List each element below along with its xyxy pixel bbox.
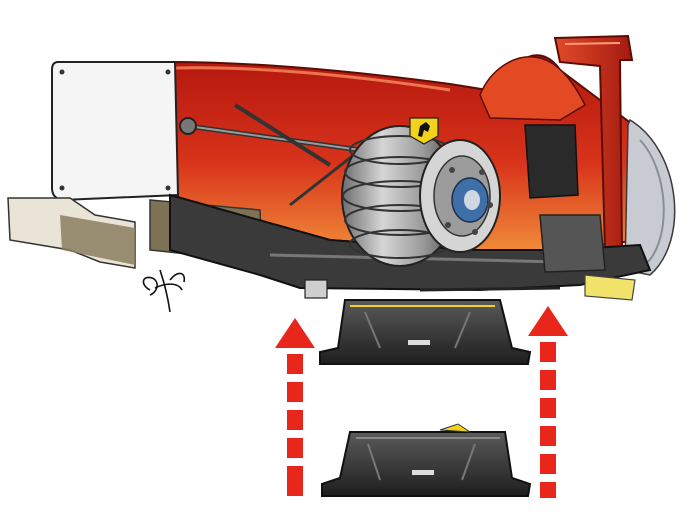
chassis-panel [51, 61, 180, 202]
prancing-horse-badge-icon [409, 117, 439, 145]
arrow-left [275, 318, 315, 496]
artist-signature-icon [142, 269, 186, 313]
skid-block-mounted [319, 299, 532, 365]
brake-drum [341, 125, 501, 267]
rear-tyre [624, 118, 676, 276]
arrow-right [528, 306, 568, 498]
rear-crash-structure [524, 124, 636, 301]
skid-block-detached [321, 423, 532, 497]
suspension-links [179, 103, 361, 207]
